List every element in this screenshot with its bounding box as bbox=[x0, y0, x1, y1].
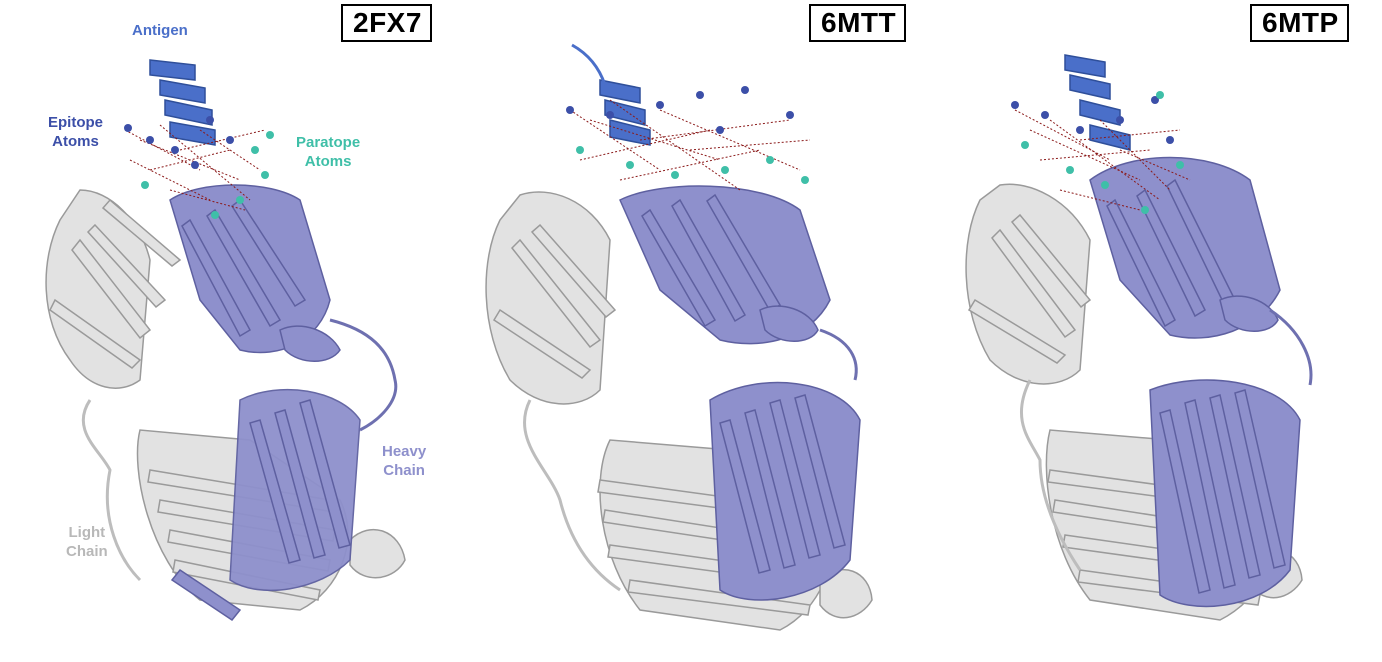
structure-panel-2fx7: 2FX7 Antigen Epitope Atoms Paratope Atom… bbox=[0, 0, 460, 662]
light-label-line1: Light bbox=[68, 524, 106, 541]
antigen-helix bbox=[1064, 54, 1131, 151]
light-chain-label: Light Chain bbox=[66, 523, 108, 561]
protein-structure-2fx7 bbox=[45, 59, 406, 622]
epitope-atoms bbox=[1011, 96, 1174, 144]
heavy-chain-loop bbox=[819, 328, 858, 381]
contact-network bbox=[569, 99, 811, 191]
heavy-chain-loop bbox=[1269, 308, 1313, 386]
epitope-label-line2: Atoms bbox=[52, 133, 99, 150]
contact-network bbox=[1014, 109, 1191, 211]
epitope-atoms bbox=[124, 116, 234, 169]
light-chain-loop bbox=[1019, 379, 1082, 571]
pdb-id-label: 2FX7 bbox=[341, 4, 432, 42]
heavy-chain-ribbon bbox=[619, 185, 861, 601]
heavy-label-line2: Chain bbox=[383, 462, 425, 479]
protein-structure-6mtp bbox=[965, 54, 1313, 621]
paratope-atoms bbox=[1021, 91, 1184, 214]
heavy-chain-ribbon bbox=[169, 184, 361, 622]
heavy-chain-label: Heavy Chain bbox=[382, 442, 426, 480]
paratope-label-line2: Atoms bbox=[304, 153, 352, 170]
antigen-label: Antigen bbox=[132, 21, 188, 40]
heavy-chain-loop bbox=[329, 318, 398, 432]
paratope-label-line1: Paratope bbox=[296, 134, 361, 151]
epitope-label-line1: Epitope bbox=[48, 114, 103, 131]
antigen-tail bbox=[571, 43, 607, 86]
pdb-id-label: 6MTP bbox=[1250, 4, 1349, 42]
light-label-line2: Chain bbox=[66, 543, 108, 560]
contact-network bbox=[124, 124, 266, 211]
light-chain-loop bbox=[523, 399, 621, 592]
protein-structure-6mtt bbox=[485, 43, 873, 631]
paratope-atoms bbox=[141, 131, 274, 219]
structure-panel-6mtt: 6MTT bbox=[460, 0, 920, 662]
epitope-atoms-label: Epitope Atoms bbox=[48, 113, 103, 151]
heavy-chain-ribbon bbox=[1089, 156, 1301, 608]
antigen-helix bbox=[149, 59, 216, 146]
pdb-id-label: 6MTT bbox=[809, 4, 907, 42]
paratope-atoms bbox=[576, 146, 809, 184]
epitope-atoms bbox=[566, 86, 794, 134]
antigen-label-text: Antigen bbox=[132, 22, 188, 39]
paratope-atoms-label: Paratope Atoms bbox=[296, 133, 360, 171]
structure-panel-6mtp: 6MTP bbox=[920, 0, 1382, 662]
light-chain-loop bbox=[81, 399, 142, 582]
heavy-label-line1: Heavy bbox=[382, 443, 427, 460]
